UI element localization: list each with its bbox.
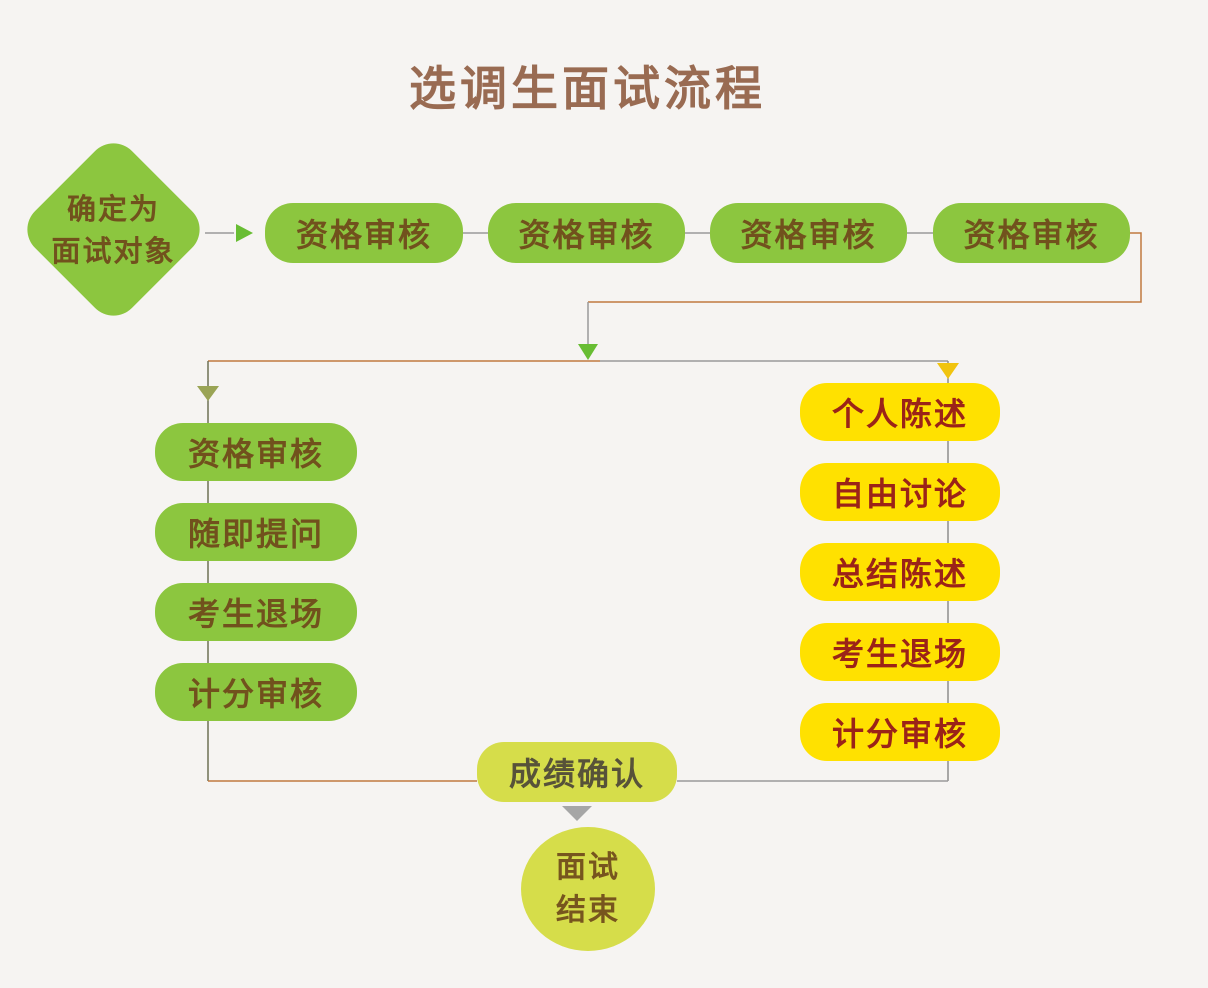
node-right-personal-statement: 个人陈述 <box>800 383 1000 441</box>
node-interview-end: 面试 结束 <box>521 827 655 951</box>
diamond-label-line2: 面试对象 <box>51 233 176 268</box>
arrow-down-yellow-icon <box>937 363 959 379</box>
node-left-impromptu-question: 随即提问 <box>155 503 357 561</box>
node-left-score-review: 计分审核 <box>155 663 357 721</box>
node-qualification-review-1: 资格审核 <box>265 203 463 263</box>
diamond-label: 确定为 面试对象 <box>17 133 210 326</box>
arrow-down-green-icon <box>578 344 598 360</box>
node-qualification-review-2: 资格审核 <box>488 203 685 263</box>
node-qualification-review-4: 资格审核 <box>933 203 1130 263</box>
node-right-score-review: 计分审核 <box>800 703 1000 761</box>
node-left-candidate-exit: 考生退场 <box>155 583 357 641</box>
page-title: 选调生面试流程 <box>409 62 766 117</box>
node-right-summary-statement: 总结陈述 <box>800 543 1000 601</box>
arrow-down-olive-icon <box>197 386 219 401</box>
node-left-qualification-review: 资格审核 <box>155 423 357 481</box>
end-label-line2: 结束 <box>556 893 620 928</box>
diamond-label-line1: 确定为 <box>66 191 160 226</box>
node-right-candidate-exit: 考生退场 <box>800 623 1000 681</box>
arrow-down-gray-icon <box>562 806 592 821</box>
arrow-right-green-icon <box>236 224 253 242</box>
diamond-interview-candidate: 确定为 面试对象 <box>16 132 211 327</box>
node-qualification-review-3: 资格审核 <box>710 203 907 263</box>
node-right-free-discussion: 自由讨论 <box>800 463 1000 521</box>
node-score-confirmation: 成绩确认 <box>477 742 677 802</box>
end-label-line1: 面试 <box>556 850 620 885</box>
